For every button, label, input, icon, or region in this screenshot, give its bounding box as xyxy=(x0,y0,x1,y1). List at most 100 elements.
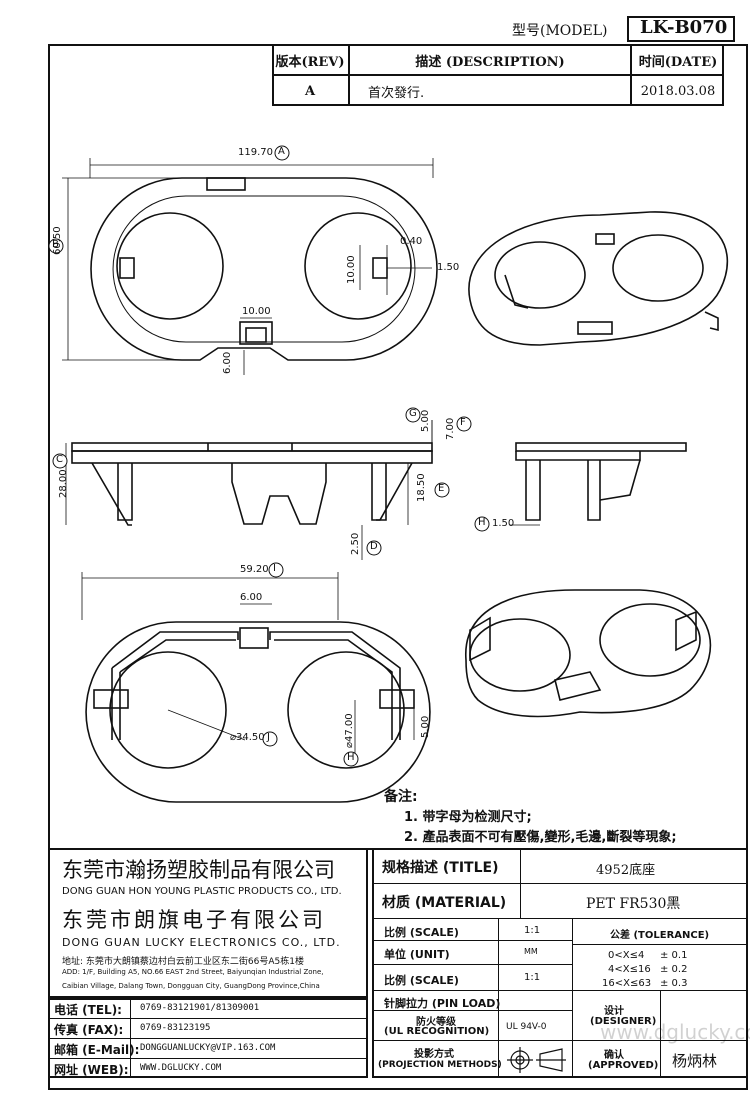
dim-150a: 1.50 xyxy=(437,262,460,273)
company-name-en-1: DONG GUAN HON YOUNG PLASTIC PRODUCTS CO.… xyxy=(62,886,342,897)
title-label: 规格描述 (TITLE) xyxy=(382,860,499,876)
dim-4700: ⌀47.00 xyxy=(344,713,355,748)
fax-value: 0769-83123195 xyxy=(140,1023,211,1033)
tol-3-range: 16<X≤63 xyxy=(602,978,652,989)
marker-h2: H xyxy=(347,752,355,763)
spec-hline-4 xyxy=(372,964,572,965)
company-name-en-2: DONG GUAN LUCKY ELECTRONICS CO., LTD. xyxy=(62,936,341,949)
web-label: 网址 (WEB): xyxy=(54,1063,129,1077)
dim-1000a: 10.00 xyxy=(346,255,357,284)
tol-1-range: 0<X≤4 xyxy=(608,950,645,961)
scale-label-1: 比例 (SCALE) xyxy=(384,926,459,939)
dim-500a: 5.00 xyxy=(420,409,431,432)
watermark: www.dglucky.com xyxy=(600,1020,750,1044)
mail-value: DONGGUANLUCKY@VIP.163.COM xyxy=(140,1043,276,1053)
dim-5920: 59.20 xyxy=(240,564,269,575)
approved-label-2: (APPROVED) xyxy=(588,1060,659,1071)
rev-table-vline-1 xyxy=(348,44,350,106)
dim-150b: 1.50 xyxy=(492,518,515,529)
scale-value-1: 1:1 xyxy=(524,925,541,936)
date-label: 时间(DATE) xyxy=(638,54,718,70)
tol-1-value: ± 0.1 xyxy=(660,950,688,961)
spec-hline-2 xyxy=(372,918,748,919)
tol-3-value: ± 0.3 xyxy=(660,978,688,989)
scale-label-2: 比例 (SCALE) xyxy=(384,974,459,987)
spec-hline-3 xyxy=(372,940,572,941)
dim-1850: 18.50 xyxy=(416,473,427,502)
pin-label: 针脚拉力 (PIN LOAD) xyxy=(384,997,501,1010)
ul-label-1: 防火等级 xyxy=(416,1017,456,1028)
tol-2-value: ± 0.2 xyxy=(660,964,688,975)
side-view xyxy=(515,442,687,521)
material-label: 材质 (MATERIAL) xyxy=(382,895,507,911)
marker-j: J xyxy=(267,732,270,743)
bottom-view xyxy=(85,621,431,803)
spec-hline-1 xyxy=(372,883,748,884)
tel-value: 0769-83121901/81309001 xyxy=(140,1003,260,1013)
mail-label: 邮箱 (E-Mail): xyxy=(54,1043,140,1057)
dim-600a: 6.00 xyxy=(222,351,233,374)
approved-name: 杨炳林 xyxy=(672,1052,718,1070)
tel-label: 电话 (TEL): xyxy=(54,1003,122,1017)
unit-label: 单位 (UNIT) xyxy=(384,948,450,961)
marker-h: H xyxy=(478,517,486,528)
spec-hline-tol xyxy=(572,944,748,945)
marker-d: D xyxy=(370,541,378,552)
spec-hline-6 xyxy=(372,1010,572,1011)
model-value: LK-B070 xyxy=(640,17,728,38)
marker-a: A xyxy=(278,146,285,157)
approved-label-1: 确认 xyxy=(604,1050,624,1061)
dim-040: 0.40 xyxy=(400,236,423,247)
dim-250: 2.50 xyxy=(350,532,361,555)
contact-hline-3 xyxy=(48,1058,368,1059)
spec-vline-a xyxy=(498,918,499,1078)
spec-hline-7 xyxy=(372,1040,748,1041)
rev-table-hline xyxy=(272,74,724,76)
spec-vline-approve xyxy=(660,990,661,1078)
notes-line-2: 2. 產品表面不可有壓傷,變形,毛邊,斷裂等現象; xyxy=(404,830,677,845)
tol-2-range: 4<X≤16 xyxy=(608,964,651,975)
model-label: 型号(MODEL) xyxy=(512,23,608,39)
marker-b: B xyxy=(52,239,59,250)
fax-label: 传真 (FAX): xyxy=(54,1023,124,1037)
drawing-frame xyxy=(48,44,748,1090)
title-value: 4952底座 xyxy=(596,863,656,878)
dim-600b: 6.00 xyxy=(240,592,263,603)
dim-500b: 5.00 xyxy=(420,715,431,738)
marker-c: C xyxy=(56,454,63,465)
marker-g: G xyxy=(409,408,417,419)
marker-f: F xyxy=(460,417,466,428)
rev-label: 版本(REV) xyxy=(275,54,345,70)
company-name-cn-1: 东莞市瀚扬塑胶制品有限公司 xyxy=(62,858,335,882)
company-name-cn-2: 东莞市朗旗电子有限公司 xyxy=(62,908,326,932)
contact-hline-2 xyxy=(48,1038,368,1039)
rev-value: A xyxy=(304,83,316,99)
ul-label-2: (UL RECOGNITION) xyxy=(384,1026,490,1037)
scale-value-2: 1:1 xyxy=(524,972,541,983)
designer-label-1: 设计 xyxy=(604,1006,624,1017)
projection-symbol-icon xyxy=(507,1047,566,1073)
web-value: WWW.DGLUCKY.COM xyxy=(140,1063,222,1073)
proj-label-2: (PROJECTION METHODS) xyxy=(378,1060,502,1070)
ul-value: UL 94V-0 xyxy=(506,1022,547,1032)
notes-line-1: 1. 带字母为检测尺寸; xyxy=(404,810,532,825)
dim-700: 7.00 xyxy=(445,417,456,440)
company-addr-en-1: ADD: 1/F, Building A5, NO.66 EAST 2nd St… xyxy=(62,968,324,976)
designer-label-2: (DESIGNER) xyxy=(590,1016,657,1027)
company-addr-en-2: Caibian Village, Dalang Town, Dongguan C… xyxy=(62,982,320,990)
iso-view-bottom xyxy=(465,589,712,718)
desc-value: 首次發行. xyxy=(368,86,425,101)
dim-119: 119.70 xyxy=(238,147,273,158)
company-addr-cn: 地址: 东莞市大朗镇蔡边村白云前工业区东二街66号A5栋1楼 xyxy=(62,957,304,967)
tolerance-label: 公差 (TOLERANCE) xyxy=(610,930,710,941)
rev-table-vline-2 xyxy=(630,44,632,106)
front-view xyxy=(71,442,433,526)
company-box xyxy=(48,848,368,998)
spec-box xyxy=(372,848,748,1078)
spec-hline-5 xyxy=(372,990,748,991)
model-box xyxy=(627,16,735,42)
marker-i: I xyxy=(273,563,276,574)
inspection-markers xyxy=(48,145,490,767)
date-value: 2018.03.08 xyxy=(640,83,716,99)
